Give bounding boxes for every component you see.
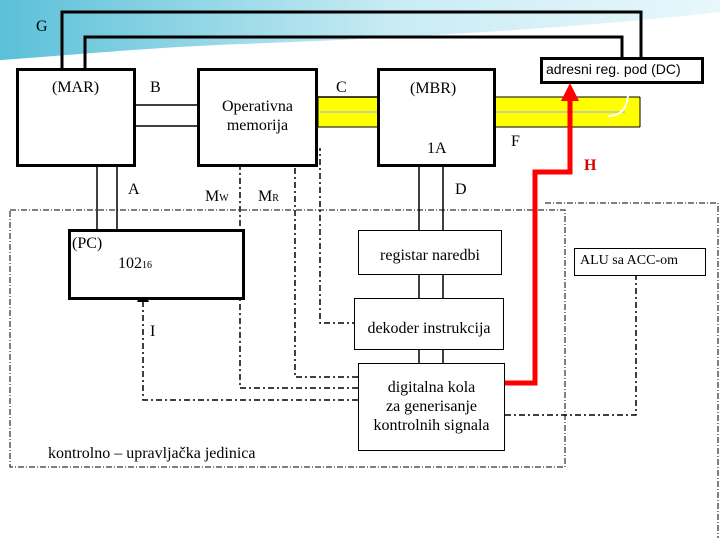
label-c: C: [336, 79, 347, 96]
alu-acc-box: [574, 248, 706, 276]
instruction-decoder-box: [354, 298, 504, 350]
label-f: F: [511, 133, 520, 150]
signal-red-line: [505, 98, 573, 386]
signal-mr-line: [294, 153, 358, 378]
label-mar: (MAR): [52, 79, 100, 96]
signal-mw-line: [239, 153, 358, 389]
label-pc: (PC): [72, 235, 103, 252]
memory-text: Operativna memorija: [197, 97, 318, 135]
bus-return-arrow: [607, 85, 630, 117]
label-h: H: [584, 157, 597, 174]
label-mbr: (MBR): [410, 80, 457, 97]
alu-region-boundary: [545, 202, 719, 538]
memory-line-2: memorija: [226, 117, 289, 135]
instr-reg-text: registar naredbi: [380, 247, 480, 264]
adresni-reg-box: [540, 57, 704, 84]
mbr-register-box: [377, 68, 496, 167]
gen-line-2: za generisanje: [385, 398, 478, 416]
label-pc-value: 10216: [118, 256, 152, 272]
gen-line-1: digitalna kola: [387, 379, 476, 396]
gen-text: digitalna kola za generisanje kontrolnih…: [358, 378, 505, 436]
pc-register-box: [68, 229, 245, 300]
label-mr-main: M: [258, 188, 273, 205]
label-pc-value-sub: 16: [142, 260, 152, 271]
label-control-unit: kontrolno – upravljačka jedinica: [48, 445, 256, 462]
signal-alu-line: [505, 270, 637, 416]
label-d: D: [455, 181, 467, 198]
header-banner: [0, 0, 720, 60]
signal-red-arrowhead: [561, 83, 579, 101]
label-b: B: [150, 79, 161, 96]
label-alu: ALU sa ACC-om: [580, 253, 678, 268]
label-mr-sub: R: [272, 193, 279, 204]
label-1a: 1A: [427, 140, 447, 157]
label-adresni-reg: adresni reg. pod (DC): [546, 61, 681, 77]
label-mw-main: M: [205, 188, 220, 205]
control-unit-boundary: [9, 209, 566, 468]
bus-g-outer: [60, 10, 643, 68]
label-mw: MW: [205, 189, 229, 205]
memory-line-1: Operativna: [221, 98, 294, 115]
gen-line-3: kontrolnih signala: [373, 417, 490, 435]
control-signal-generator-box: [358, 363, 505, 451]
bus-g-inner: [83, 35, 624, 68]
label-a: A: [128, 181, 140, 198]
label-g: G: [36, 18, 48, 35]
mar-register-box: [16, 68, 136, 167]
label-pc-value-main: 102: [118, 255, 142, 272]
label-i: I: [150, 323, 156, 340]
instruction-register-box: [358, 230, 502, 275]
decoder-text: dekoder instrukcija: [367, 320, 491, 337]
label-mw-sub: W: [219, 193, 229, 204]
label-mr: MR: [258, 189, 279, 205]
signal-mbr-line: [319, 148, 358, 324]
signal-i-line: [142, 300, 358, 401]
operating-memory-box: [197, 68, 318, 167]
